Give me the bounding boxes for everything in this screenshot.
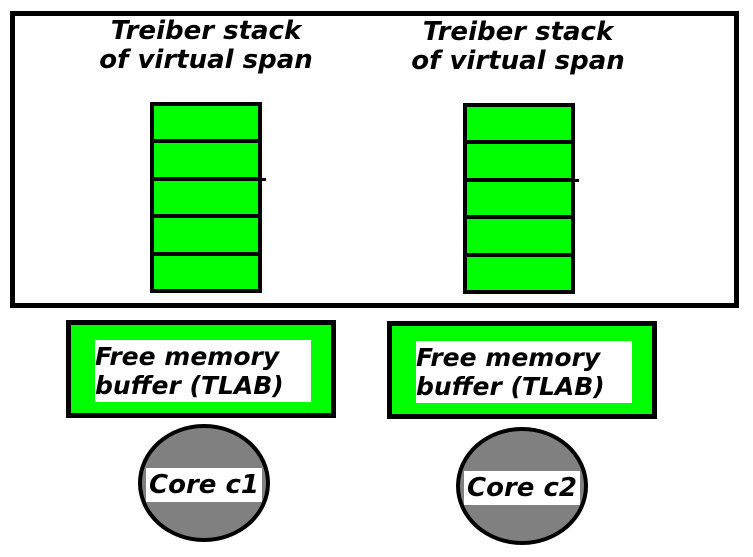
core-c1-label: Core c1 [146, 468, 262, 502]
stack-2-span-5 [467, 256, 571, 291]
tlab-buffer-1-label: Free memory buffer (TLAB) [95, 340, 311, 402]
stack-2-span-1 [467, 107, 571, 145]
stack-1-span-2 [154, 143, 258, 181]
stack-1-span-1 [154, 106, 258, 144]
stack-1-span-5 [154, 255, 258, 290]
stack-2-span-3 [467, 181, 571, 220]
treiber-stack-2 [463, 103, 575, 294]
stack-2-title: Treiber stack of virtual span [411, 17, 625, 76]
tlab-buffer-2-label: Free memory buffer (TLAB) [416, 341, 632, 403]
shared-pool-box [10, 11, 739, 308]
tlab-buffer-1: Free memory buffer (TLAB) [66, 320, 336, 418]
core-c2-label: Core c2 [464, 471, 580, 505]
treiber-stack-1 [150, 102, 262, 293]
stack-1-tick-mark [260, 178, 266, 181]
tlab-buffer-2: Free memory buffer (TLAB) [387, 321, 657, 419]
stack-1-title: Treiber stack of virtual span [99, 16, 313, 75]
stack-1-span-4 [154, 218, 258, 256]
stack-1-span-3 [154, 180, 258, 219]
core-c1: Core c1 [138, 424, 270, 542]
stack-2-tick-mark [573, 179, 579, 182]
stack-2-span-4 [467, 219, 571, 257]
core-c2: Core c2 [456, 427, 588, 545]
stack-2-span-2 [467, 144, 571, 182]
